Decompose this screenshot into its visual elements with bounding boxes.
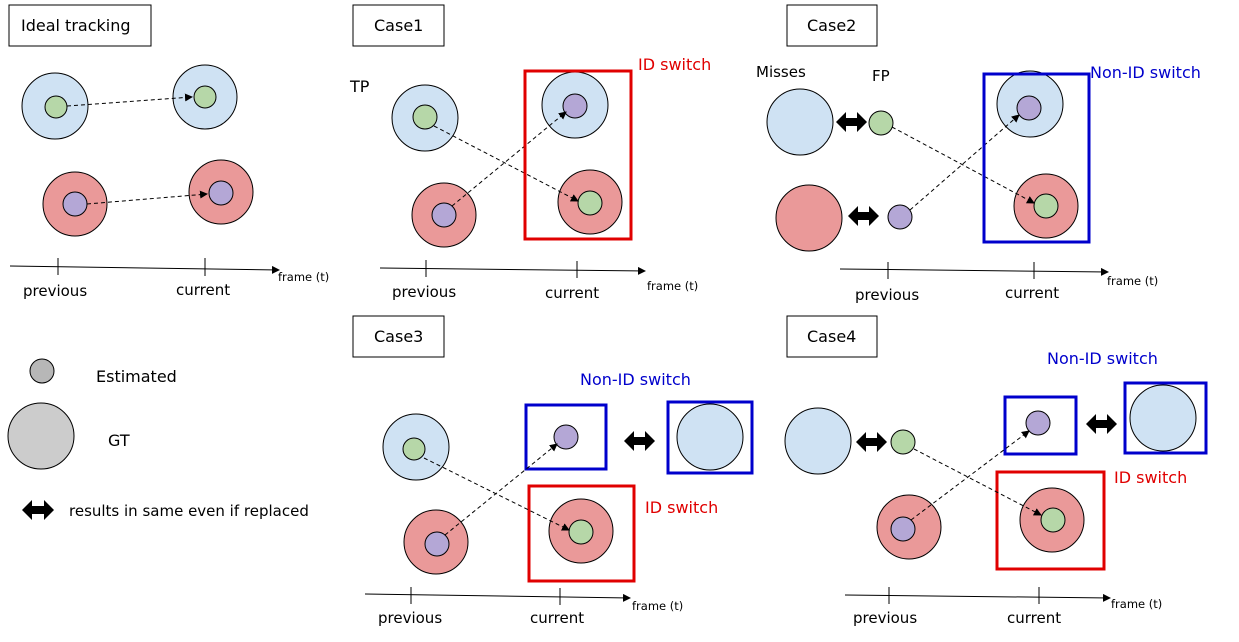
legend-gt-swatch [7, 402, 75, 470]
panel-case4: Case4 Non-ID switch ID switch previous c… [784, 315, 1208, 627]
double-arrow-icon [836, 112, 867, 132]
double-arrow-icon [848, 206, 879, 226]
non-id-switch-label: Non-ID switch [1047, 349, 1158, 368]
tick-label-previous: previous [855, 286, 919, 304]
panel-title: Case3 [374, 327, 423, 346]
axis-label: frame (t) [1111, 597, 1162, 611]
tp-label: TP [349, 77, 370, 96]
estimated-circle-green-fp [890, 429, 916, 455]
id-switch-label: ID switch [1114, 468, 1187, 487]
time-axis [9, 265, 280, 274]
misses-label: Misses [756, 63, 806, 81]
gt-circle-blue-current [1129, 384, 1197, 452]
panel-case3: Case3 Non-ID switch ID switch previous c… [352, 315, 754, 627]
tick-label-current: current [530, 609, 584, 627]
track-arrow-green [423, 457, 570, 531]
estimated-circle-purple-current [208, 180, 234, 206]
panel-case2: Case2 Misses FP Non-ID switch previous c… [756, 4, 1201, 304]
panel-title: Case4 [807, 327, 856, 346]
tick-label-previous: previous [853, 609, 917, 627]
estimated-circle-green-fp [868, 110, 894, 136]
non-id-switch-box [1123, 381, 1208, 455]
fp-label: FP [872, 67, 890, 85]
non-id-switch-box [524, 403, 608, 471]
legend-double-arrow-label: results in same even if replaced [69, 502, 309, 520]
estimated-circle-purple-current [1016, 95, 1042, 121]
double-arrow-icon [856, 432, 887, 452]
panel-ideal-tracking: Ideal tracking previous current frame (t… [8, 4, 329, 300]
track-arrow-purple [86, 190, 208, 205]
tick-label-current: current [1005, 284, 1059, 302]
id-switch-box [995, 470, 1106, 571]
panel-title-box [352, 315, 445, 358]
estimated-circle-green-current [1040, 507, 1066, 533]
double-arrow-icon [22, 500, 54, 520]
time-axis [839, 267, 1109, 276]
track-arrow-purple [910, 430, 1030, 521]
track-arrow-purple [444, 443, 558, 536]
tick-label-previous: previous [392, 283, 456, 301]
estimated-circle-purple-previous [890, 516, 916, 542]
tick-label-previous: previous [378, 609, 442, 627]
tick-label-current: current [1007, 609, 1061, 627]
legend: Estimated GT results in same even if rep… [7, 358, 309, 520]
track-arrow-green [913, 448, 1042, 516]
track-arrow-green [891, 126, 1035, 204]
panel-title: Case1 [374, 16, 423, 35]
estimated-circle-green-current [1033, 193, 1059, 219]
gt-circle-blue-missed [784, 407, 852, 475]
estimated-circle-purple-previous [424, 531, 450, 557]
axis-label: frame (t) [632, 599, 683, 613]
gt-circle-red-missed [775, 184, 843, 252]
estimated-circle-green-current [568, 519, 594, 545]
estimated-circle-green-current [577, 190, 603, 216]
estimated-circle-purple-current [1025, 410, 1051, 436]
axis-label: frame (t) [278, 270, 329, 284]
time-axis [844, 593, 1111, 602]
double-arrow-icon [1086, 414, 1117, 434]
estimated-circle-purple-previous [62, 191, 88, 217]
track-arrow-purple [909, 114, 1020, 211]
panel-title-box [8, 4, 152, 47]
tick-label-current: current [176, 281, 230, 299]
estimated-circle-purple-current [562, 93, 588, 119]
gt-circle-blue-missed [766, 88, 834, 156]
estimated-circle-green-previous [402, 437, 426, 461]
time-axis [379, 266, 646, 275]
estimated-circle-green-previous [44, 95, 68, 119]
non-id-switch-label: Non-ID switch [580, 370, 691, 389]
panel-title: Ideal tracking [21, 16, 131, 35]
panel-case1: Case1 TP ID switch previous current fram… [349, 4, 711, 302]
estimated-circle-purple-previous [431, 202, 457, 228]
legend-gt-label: GT [108, 431, 130, 450]
panel-title-box [786, 4, 878, 47]
estimated-circle-purple-current [553, 424, 579, 450]
legend-estimated-swatch [29, 358, 55, 384]
gt-circle-blue-current [676, 403, 744, 471]
non-id-switch-box [1003, 395, 1078, 456]
legend-estimated-label: Estimated [96, 367, 177, 386]
axis-label: frame (t) [647, 279, 698, 293]
id-switch-label: ID switch [645, 498, 718, 517]
time-axis [364, 593, 631, 602]
non-id-switch-box [666, 400, 754, 475]
id-switch-box [523, 69, 633, 241]
estimated-circle-green-current [193, 85, 217, 109]
panel-title: Case2 [807, 16, 856, 35]
tick-label-current: current [545, 284, 599, 302]
axis-label: frame (t) [1107, 274, 1158, 288]
tick-label-previous: previous [23, 282, 87, 300]
double-arrow-icon [624, 431, 655, 451]
panel-title-box [352, 4, 445, 47]
id-switch-label: ID switch [638, 55, 711, 74]
non-id-switch-label: Non-ID switch [1090, 63, 1201, 82]
id-switch-box [527, 484, 636, 583]
non-id-switch-box [982, 72, 1091, 244]
track-arrow-purple [451, 111, 567, 207]
panel-title-box [786, 315, 878, 358]
estimated-circle-green-previous [412, 104, 438, 130]
track-arrow-green [433, 125, 579, 202]
estimated-circle-purple-fp [887, 204, 913, 230]
